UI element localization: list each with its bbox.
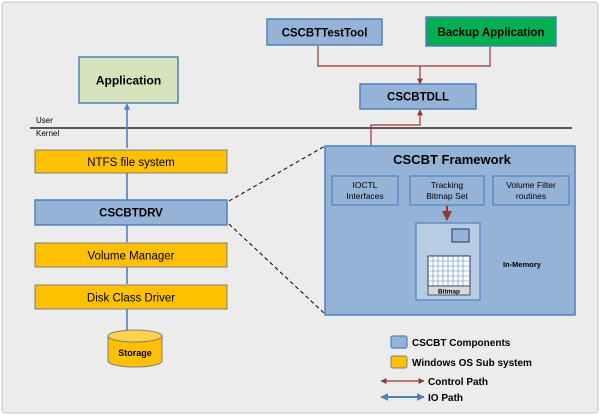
disk-class-driver-node: Disk Class Driver [34,284,228,310]
volume-manager-node: Volume Manager [34,242,228,268]
legend-item-os: Windows OS Sub system [390,355,532,369]
cscbt-testtool-node: CSCBTTestTool [266,18,383,46]
legend-item-control: Control Path [380,377,488,388]
cscbt-dll-label: CSCBTDLL [387,92,449,104]
legend-blue-swatch [390,335,408,349]
volfilter-line-2: routines [516,191,546,201]
control-path-tools-link [317,46,491,67]
zoom-line-bottom [228,223,326,315]
zoom-line-top [228,145,326,202]
kernel-layer-label: Kernel [36,129,59,138]
tracking-line-1: Tracking [431,180,464,190]
cscbt-framework-panel: CSCBT Framework IOCTL Interfaces Trackin… [324,145,576,316]
volume-manager-label: Volume Manager [88,251,175,263]
legend-item-components: CSCBT Components [390,335,511,349]
ntfs-node: NTFS file system [34,149,228,174]
backup-application-label: Backup Application [438,27,545,39]
volume-filter-routines-box: Volume Filter routines [492,175,570,206]
legend: CSCBT Components Windows OS Sub system C… [380,335,532,404]
legend-yellow-swatch [390,355,408,369]
cscbt-dll-node: CSCBTDLL [359,83,477,110]
in-memory-bitmap-area: Bitmap [415,222,481,301]
volfilter-line-1: Volume Filter [506,180,556,190]
storage-cylinder: Storage [107,329,163,368]
legend-os-label: Windows OS Sub system [412,358,532,369]
legend-item-io: IO Path [380,393,463,404]
application-node: Application [78,56,179,104]
in-memory-label: In-Memory [503,260,542,269]
bitmap-label: Bitmap [438,289,460,296]
legend-io-label: IO Path [428,393,463,404]
ioctl-interfaces-box: IOCTL Interfaces [331,175,399,206]
cscbt-drv-label: CSCBTDRV [99,208,163,220]
legend-control-label: Control Path [428,377,488,388]
bitmap-small-block [451,228,470,243]
user-layer-label: User [36,116,53,125]
legend-components-label: CSCBT Components [412,338,511,349]
ioctl-line-2: Interfaces [346,191,383,201]
cscbt-drv-node: CSCBTDRV [34,199,228,226]
storage-label: Storage [118,348,152,358]
tracking-line-2: Bitmap Set [426,191,468,201]
backup-application-node: Backup Application [425,16,557,47]
cscbt-testtool-label: CSCBTTestTool [282,28,368,40]
framework-title: CSCBT Framework [393,152,512,167]
ntfs-label: NTFS file system [87,157,175,169]
ioctl-line-1: IOCTL [352,180,377,190]
tracking-bitmap-set-box: Tracking Bitmap Set [409,175,485,206]
application-label: Application [96,74,161,88]
disk-class-driver-label: Disk Class Driver [87,293,175,305]
bitmap-grid-icon: Bitmap [427,255,471,296]
